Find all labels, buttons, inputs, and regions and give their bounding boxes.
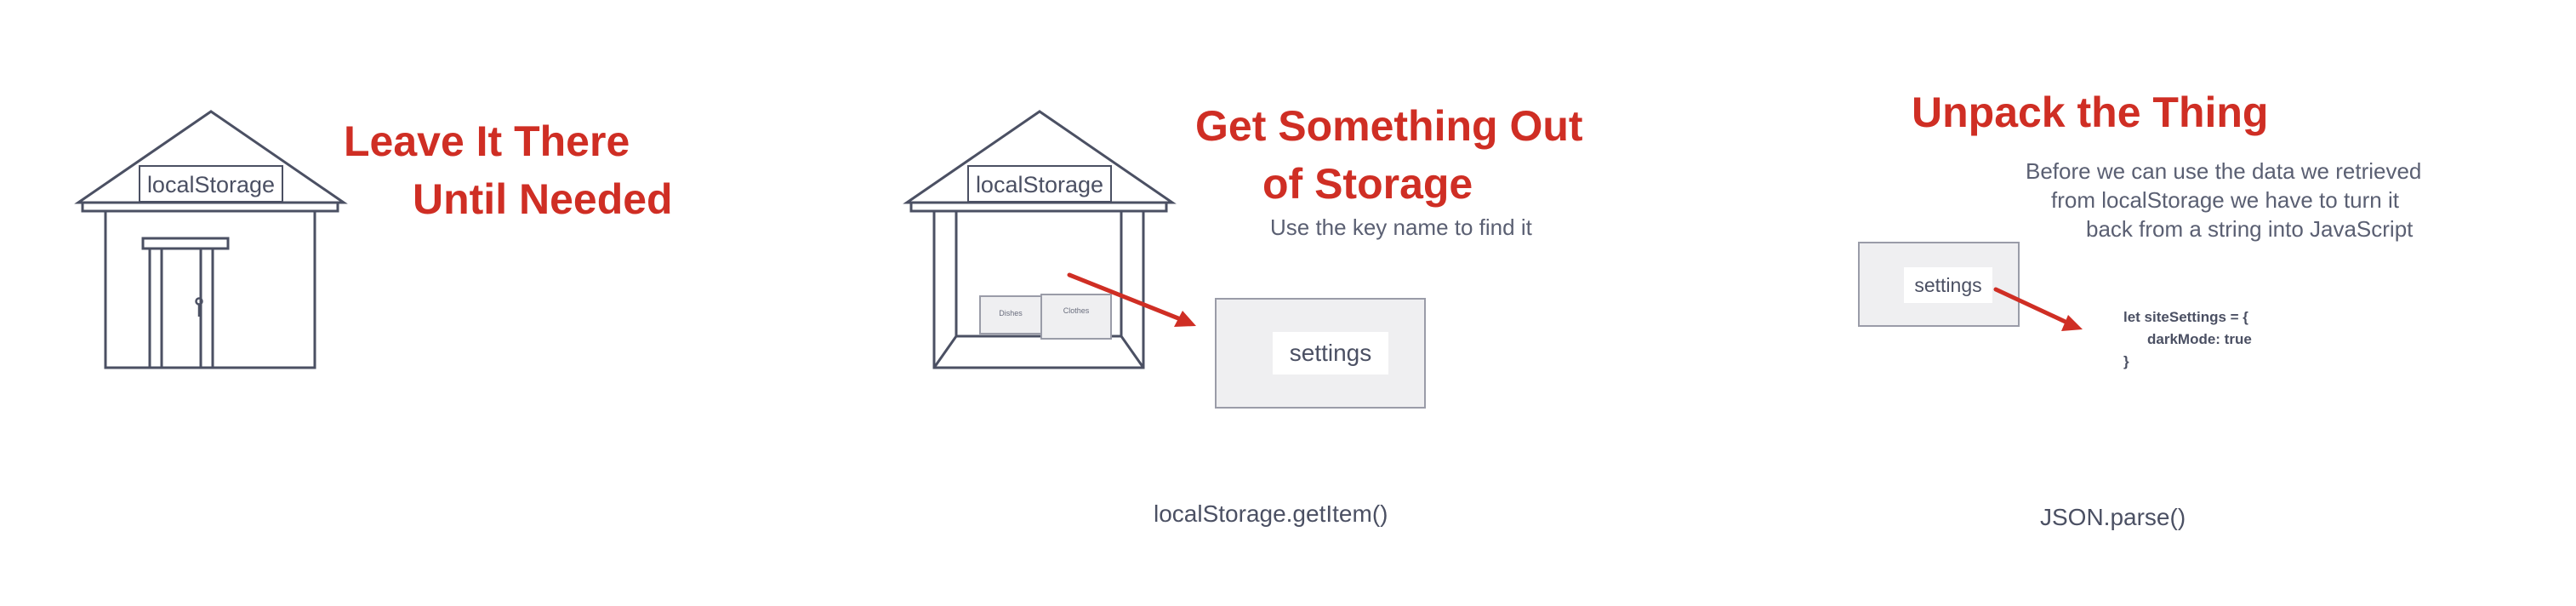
panel1-title-line2: Until Needed [413,175,673,223]
settings-string-label: settings [1904,267,1992,303]
house-door [148,247,214,369]
code-snippet: let siteSettings = { darkMode: true } [2123,306,2252,373]
house-open-illustration: Dishes Clothes localStorage [903,110,1177,369]
code-line-3: } [2123,353,2129,369]
panel3-desc-line1: Before we can use the data we retrieved [2026,158,2422,184]
code-line-1: let siteSettings = { [2123,309,2248,325]
arrow-right-icon [1067,272,1196,327]
settings-key-label: settings [1273,332,1388,374]
panel3-desc-line2: from localStorage we have to turn it [2051,187,2399,213]
panel3-title: Unpack the Thing [1912,89,2269,136]
arrow-right-icon [1993,287,2083,331]
panel2-caption: localStorage.getItem() [1154,500,1388,527]
storage-box-clothes: Clothes [1040,294,1112,340]
panel2-title-line2: of Storage [1262,160,1473,208]
code-line-2: darkMode: true [2147,331,2252,347]
storage-box-dishes: Dishes [979,295,1042,334]
panel3-caption: JSON.parse() [2040,504,2186,530]
svg-text:Clothes: Clothes [1063,306,1090,315]
panel3-desc-line3: back from a string into JavaScript [2086,216,2414,242]
panel2-subtitle: Use the key name to find it [1270,214,1532,240]
house-wall [932,209,1145,369]
door-lintel [141,237,230,250]
house-label: localStorage [147,172,275,197]
house-wall [104,209,316,369]
house-closed-illustration: localStorage [74,110,348,369]
house-label: localStorage [976,172,1103,197]
panel1-title-line1: Leave It There [344,117,630,165]
door-handle [195,297,203,317]
svg-text:Dishes: Dishes [999,309,1023,317]
panel2-title-line1: Get Something Out [1195,102,1583,150]
